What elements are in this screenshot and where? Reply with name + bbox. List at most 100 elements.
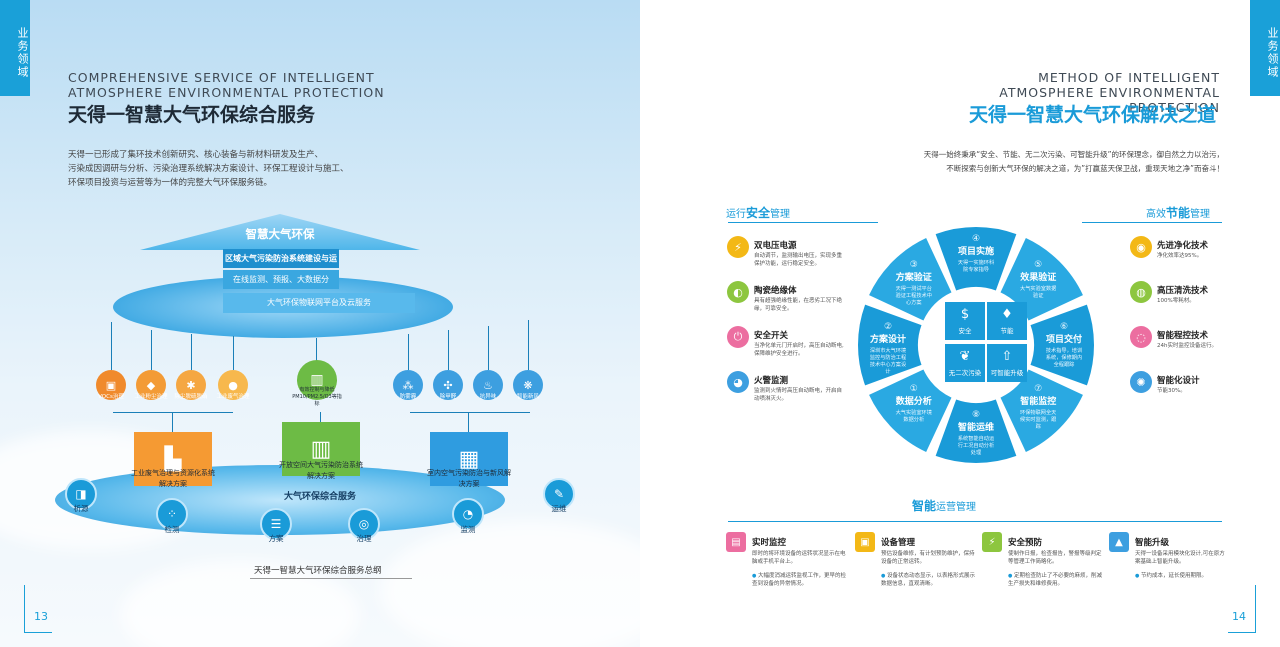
step-number: ④ bbox=[972, 234, 980, 244]
step-number: ⑥ bbox=[1060, 322, 1068, 332]
wheel-segment bbox=[935, 399, 1017, 463]
step-desc: 验证工程技术中 bbox=[896, 291, 932, 299]
bulb-icon: ♦ bbox=[1001, 307, 1013, 322]
step-number: ⑦ bbox=[1034, 384, 1042, 394]
service-label: 析源 bbox=[73, 504, 89, 513]
maintenance-icon: ✎ bbox=[543, 478, 575, 510]
exhaust-icon: ● bbox=[218, 370, 248, 400]
circle-label: 除甲醛 bbox=[439, 394, 457, 400]
step-desc: 系统智能自动运 bbox=[958, 434, 995, 442]
mgmt-title: 设备管理 bbox=[881, 538, 916, 548]
corner-decoration bbox=[24, 585, 52, 633]
cn-title: 天得一智慧大气环保综合服务 bbox=[68, 104, 316, 126]
connector-line bbox=[191, 334, 192, 370]
feature-title: 智能程控技术 bbox=[1157, 331, 1209, 341]
connector-line bbox=[151, 330, 152, 370]
connector-line bbox=[528, 320, 529, 370]
mgmt-title: 实时监控 bbox=[752, 538, 787, 548]
program-control-icon: ◌ bbox=[1130, 326, 1152, 348]
connector-line bbox=[320, 412, 321, 422]
step-number: ③ bbox=[910, 260, 918, 270]
odor-icon: ♨ bbox=[473, 370, 503, 400]
tile-safety: $安全 bbox=[945, 302, 985, 340]
cloud-decoration bbox=[380, 520, 640, 647]
solution-label: 室内空气污染防治与新风解决方案 bbox=[427, 469, 511, 488]
analysis-icon: ◨ bbox=[65, 478, 97, 510]
step-desc: 院专家指导 bbox=[963, 265, 989, 273]
feature-title: 智能化设计 bbox=[1157, 376, 1200, 386]
left-page: 业务领域 COMPREHENSIVE SERVICE OF INTELLIGEN… bbox=[0, 0, 640, 647]
solution-label: 工业废气治理与资源化系统解决方案 bbox=[131, 469, 215, 488]
roof-label: 智慧大气环保 bbox=[245, 227, 315, 241]
desulfurization-icon: ✱ bbox=[176, 370, 206, 400]
side-tab: 业务领域 bbox=[1250, 0, 1280, 96]
mgmt-desc: 天得一设备采用模块化设计,可在原方案基础上智能升级。 bbox=[1135, 551, 1225, 565]
step-desc: 心方案 bbox=[906, 298, 922, 306]
step-desc: 大气实验室数据 bbox=[1020, 284, 1056, 292]
tile-label: 无二次污染 bbox=[948, 369, 982, 377]
step-desc: 候实时监测，跟 bbox=[1020, 415, 1057, 423]
feature-desc: 节能30%。 bbox=[1157, 388, 1186, 394]
circle-label: 工业废气治理 bbox=[216, 394, 250, 400]
bar-online-monitoring: 在线监测、预报、大数据分析…… bbox=[223, 270, 339, 303]
step-desc: 数据分析 bbox=[903, 415, 924, 423]
cn-title: 天得一智慧大气环保解决之道 bbox=[968, 104, 1216, 126]
step-title: 效果验证 bbox=[1020, 271, 1056, 283]
step-number: ⑤ bbox=[1034, 260, 1042, 270]
section-title-operation: 智能运营管理 bbox=[912, 499, 977, 513]
solution-label: 开放空间大气污染防治系统解决方案 bbox=[279, 461, 363, 480]
step-desc: 监控与防治工程 bbox=[870, 353, 906, 361]
step-desc: 环保物联网全天 bbox=[1020, 408, 1056, 416]
wheel-segment bbox=[935, 227, 1017, 291]
intro-line: 天得一已形成了集环技术创新研究、核心装备与新材料研发及生产、 bbox=[68, 150, 324, 160]
equipment-icon: ▣ bbox=[855, 532, 875, 552]
step-title: 数据分析 bbox=[896, 395, 932, 407]
feature-desc: 自动调节，监测输出电压，实现多重保护功能，运行稳定安全。 bbox=[754, 253, 843, 267]
step-desc: 深圳市大气环境 bbox=[870, 346, 906, 354]
step-desc: 大气实验室环境 bbox=[896, 408, 932, 416]
wheel-segment bbox=[1030, 304, 1094, 386]
mgmt-title: 智能升级 bbox=[1135, 538, 1170, 548]
monitoring-icon: ◔ bbox=[452, 498, 484, 530]
tile-label: 节能 bbox=[1000, 327, 1014, 335]
service-label: 检测 bbox=[164, 525, 180, 534]
feature-desc: 净化效率达95%。 bbox=[1157, 253, 1203, 259]
vocs-icon: ▣ bbox=[96, 370, 126, 400]
connector-line bbox=[113, 412, 233, 413]
comprehensive-service-label: 大气环保综合服务 bbox=[283, 492, 356, 502]
wheel-segment bbox=[858, 304, 922, 386]
step-desc: 踪 bbox=[1036, 422, 1042, 430]
feature-desc: 当净化单元门开启时，高压自动断电,保障维护安全进行。 bbox=[754, 343, 844, 357]
mgmt-desc: 预估设备维修，有计划预防维护，保持设备的正常运转。 bbox=[881, 551, 975, 565]
detection-icon: ⁘ bbox=[156, 498, 188, 530]
intro-line: 天得一始终秉承“安全、节能、无二次污染、可智能升级”的环保理念，御自然之力以治污… bbox=[923, 150, 1224, 159]
intro-text: 天得一已形成了集环技术创新研究、核心装备与新材料研发及生产、 污染成因调研与分析… bbox=[68, 148, 368, 190]
circle-label: 智能新风 bbox=[516, 394, 539, 400]
circle-label: 有效控制与降低PM10/PM2.5/O3等指标 bbox=[292, 387, 342, 407]
wheel-labels: ④项目实施天得一实施环科院专家指导⑤效果验证大气实验室数据验证⑥项目交付技术指导… bbox=[870, 234, 1082, 456]
circle-label: 除尘脱硫脱硝 bbox=[174, 394, 208, 400]
step-desc: 技术指导，培训 bbox=[1046, 346, 1082, 354]
connector-line bbox=[410, 412, 530, 413]
step-desc: 系统，保修期内 bbox=[1046, 353, 1082, 361]
anti-haze-icon: ⁂ bbox=[393, 370, 423, 400]
formaldehyde-icon: ✣ bbox=[433, 370, 463, 400]
connector-line bbox=[488, 326, 489, 370]
tile-upgrade: ⇧可智能升级 bbox=[987, 344, 1027, 382]
feature-desc: 100%零耗材。 bbox=[1157, 298, 1195, 304]
step-desc: 计 bbox=[885, 367, 890, 375]
wheel-segment bbox=[869, 238, 952, 321]
feature-title: 高压清洗技术 bbox=[1157, 286, 1209, 296]
feature-desc: 监测到火情时高压自动断电，开启自动喷淋灭火。 bbox=[754, 388, 843, 402]
connector-line bbox=[468, 412, 469, 432]
monitor-icon: ▤ bbox=[726, 532, 746, 552]
city-icon: ▥ bbox=[282, 422, 360, 476]
feature-title: 先进净化技术 bbox=[1157, 241, 1209, 251]
leaf-icon: ❦ bbox=[959, 349, 971, 364]
section-divider bbox=[728, 222, 878, 223]
tile-energy-saving: ♦ 节能 bbox=[987, 302, 1027, 340]
mgmt-desc: 即时的将环境设备的运转状况显示在电脑或手机平台上。 bbox=[752, 551, 846, 565]
diagram-caption: 天得一智慧大气环保综合服务总纲 bbox=[254, 566, 382, 576]
wheel-segment bbox=[1000, 238, 1083, 321]
step-title: 智能监控 bbox=[1020, 395, 1056, 407]
